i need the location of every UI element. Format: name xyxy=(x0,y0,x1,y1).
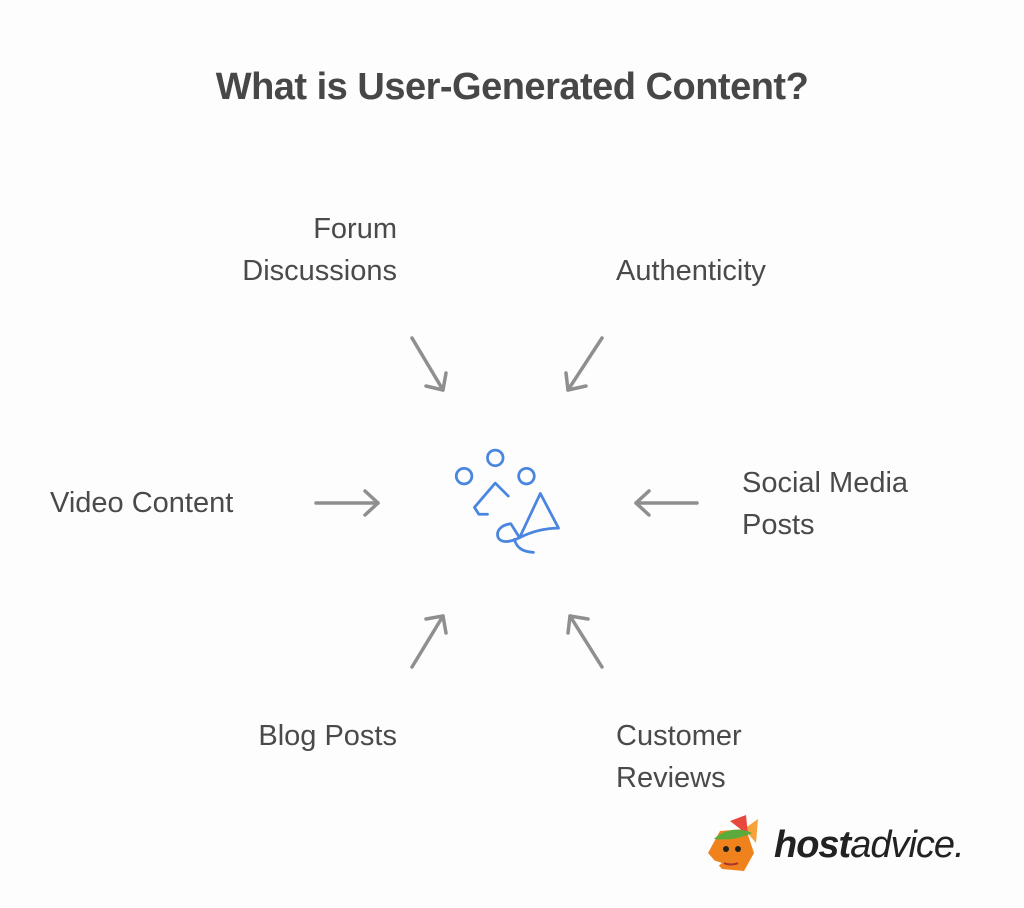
node-label-line: Social Media xyxy=(742,467,909,499)
node-forum-discussions: Forum Discussions xyxy=(207,208,397,292)
hostadvice-logo: hostadvice. xyxy=(700,810,965,880)
arrow-video-icon xyxy=(314,489,380,517)
logo-wordmark: hostadvice. xyxy=(774,823,965,866)
node-label-line: Posts xyxy=(742,509,815,541)
node-customer-reviews: Customer Reviews xyxy=(616,715,742,799)
node-label-line: Forum xyxy=(313,213,397,245)
node-blog-posts: Blog Posts xyxy=(207,715,397,757)
megaphone-people-icon xyxy=(454,448,560,554)
node-authenticity: Authenticity xyxy=(616,250,766,292)
arrow-authenticity-icon xyxy=(564,336,604,392)
node-social-media-posts: Social Media Posts xyxy=(742,462,908,546)
arrow-reviews-icon xyxy=(566,614,604,669)
node-label-line: Customer xyxy=(616,720,742,752)
fox-mascot-icon xyxy=(708,815,758,871)
arrow-blog-icon xyxy=(410,614,448,669)
diagram-title: What is User-Generated Content? xyxy=(215,66,809,108)
node-video-content: Video Content xyxy=(50,482,233,524)
node-label-line: Authenticity xyxy=(616,255,766,287)
arrow-forum-icon xyxy=(410,336,448,392)
node-label-line: Discussions xyxy=(242,255,397,287)
node-label-line: Reviews xyxy=(616,762,726,794)
node-label-line: Blog Posts xyxy=(258,720,397,752)
node-label-line: Video Content xyxy=(50,487,234,519)
arrow-social-icon xyxy=(634,489,699,517)
